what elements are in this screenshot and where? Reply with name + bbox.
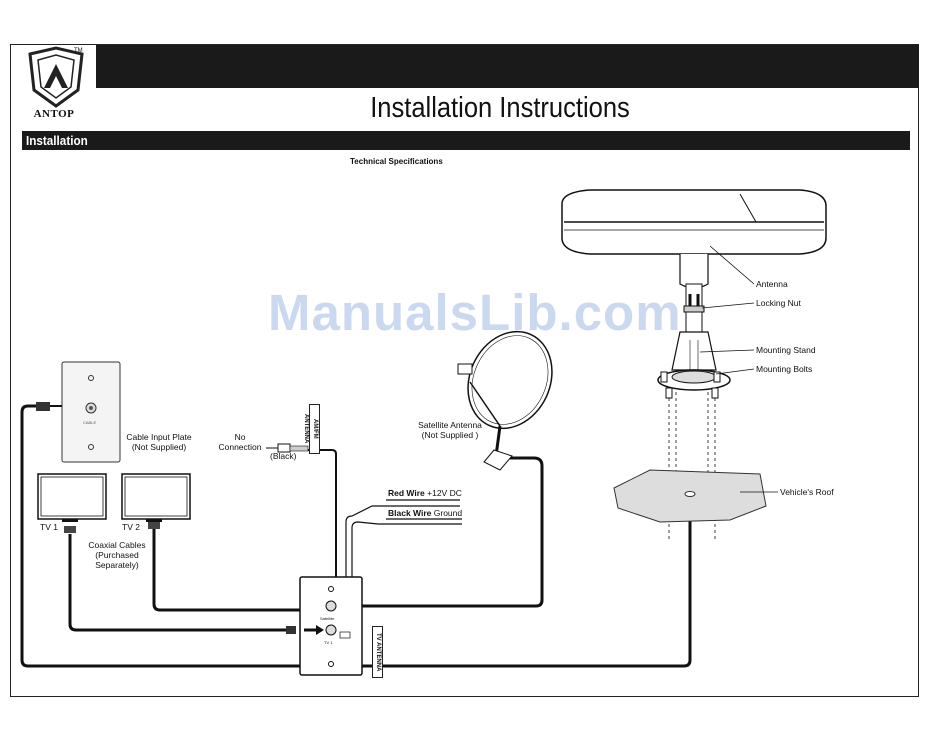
tv1-label: TV 1	[40, 522, 58, 532]
cable-tv1	[68, 534, 292, 632]
page-title: Installation Instructions	[370, 92, 630, 124]
section-label: Installation	[26, 133, 88, 148]
satellite-antenna-label: Satellite Antenna (Not Supplied )	[418, 420, 482, 440]
brand-name: ANTOP	[33, 108, 75, 120]
mounting-stand-label: Mounting Stand	[756, 345, 816, 355]
satellite-dish	[457, 330, 553, 471]
plate-text: CABLE	[83, 420, 97, 425]
no-connection-label: No Connection	[218, 432, 262, 452]
antenna-label: Antenna	[756, 279, 788, 289]
box-satellite-port-label: Satellite	[320, 616, 335, 621]
cable-input-to-box	[20, 404, 300, 668]
cable-roof-antenna	[362, 500, 692, 668]
tv1-drawing	[37, 473, 107, 533]
tv2-drawing	[121, 473, 191, 529]
header-bar	[96, 45, 919, 88]
locking-nut-label: Locking Nut	[756, 298, 801, 308]
section-bar	[22, 131, 910, 150]
roof-antenna	[561, 189, 827, 540]
vehicle-roof-label: Vehicle's Roof	[780, 487, 834, 497]
tv2-label: TV 2	[122, 522, 140, 532]
black-wire-label: Black Wire Ground	[388, 508, 463, 518]
tv-antenna-tag: TV ANTENNA	[372, 626, 383, 678]
black-wire	[351, 521, 462, 577]
red-wire-label: Red Wire +12V DC	[388, 488, 462, 498]
cable-fm	[308, 449, 337, 577]
box-tv-port-label: TV 1	[324, 640, 333, 645]
fm-antenna-tag: AM/FM ANTENNA	[303, 404, 320, 454]
mounting-bolts-label: Mounting Bolts	[756, 364, 813, 374]
cable-input-plate-label: Cable Input Plate (Not Supplied)	[126, 432, 192, 452]
antop-logo	[28, 46, 84, 108]
section-subtitle: Technical Specifications	[350, 157, 443, 166]
fm-connector	[266, 443, 309, 453]
cable-tv2	[152, 528, 300, 612]
junction-box	[286, 576, 363, 676]
red-wire	[345, 505, 460, 577]
cable-satellite	[362, 456, 544, 608]
black-connector-label: (Black)	[270, 451, 297, 461]
trademark-mark: TM	[74, 48, 83, 54]
coaxial-cables-label: Coaxial Cables (Purchased Separately)	[88, 540, 146, 570]
page-frame	[10, 44, 919, 697]
cable-input-plate	[36, 361, 121, 463]
watermark: ManualsLib.com	[268, 284, 682, 341]
